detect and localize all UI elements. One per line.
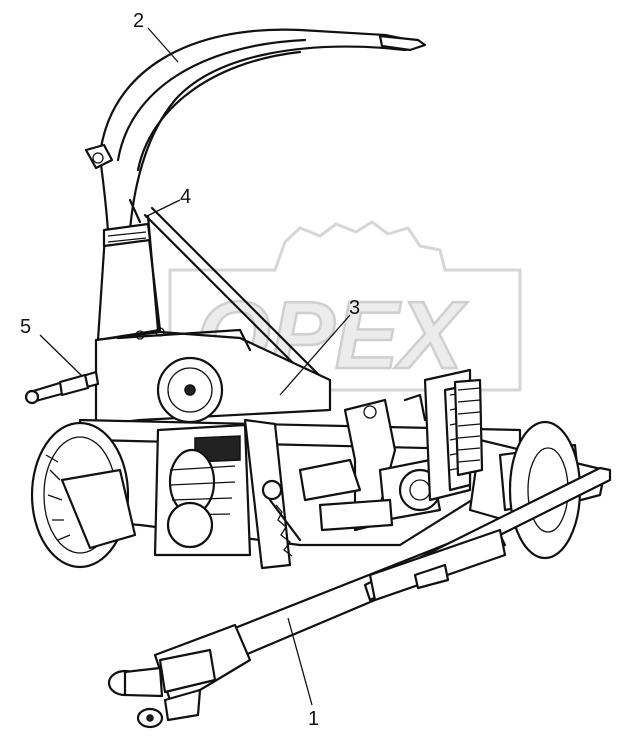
callout-4: 4 [180, 186, 191, 208]
link-rod [24, 370, 100, 405]
callout-5: 5 [20, 316, 31, 338]
discharge-chute [84, 28, 427, 234]
leader-1 [287, 617, 313, 706]
callout-3: 3 [349, 297, 360, 319]
callout-labels: 2 4 3 5 1 [20, 10, 360, 730]
callout-2: 2 [133, 10, 144, 32]
leader-2 [147, 27, 179, 63]
gearbox-drive [298, 398, 442, 532]
leader-lines [39, 27, 351, 706]
leader-5 [39, 334, 83, 377]
tow-drawbar [107, 466, 612, 729]
leader-4 [144, 199, 181, 218]
main-housing [94, 327, 332, 427]
leader-3 [279, 314, 351, 396]
callout-1: 1 [308, 708, 319, 730]
left-wheel [30, 421, 137, 569]
blower-tower [96, 198, 162, 342]
spring-tower [403, 368, 484, 502]
feed-roll-unit [153, 418, 302, 570]
